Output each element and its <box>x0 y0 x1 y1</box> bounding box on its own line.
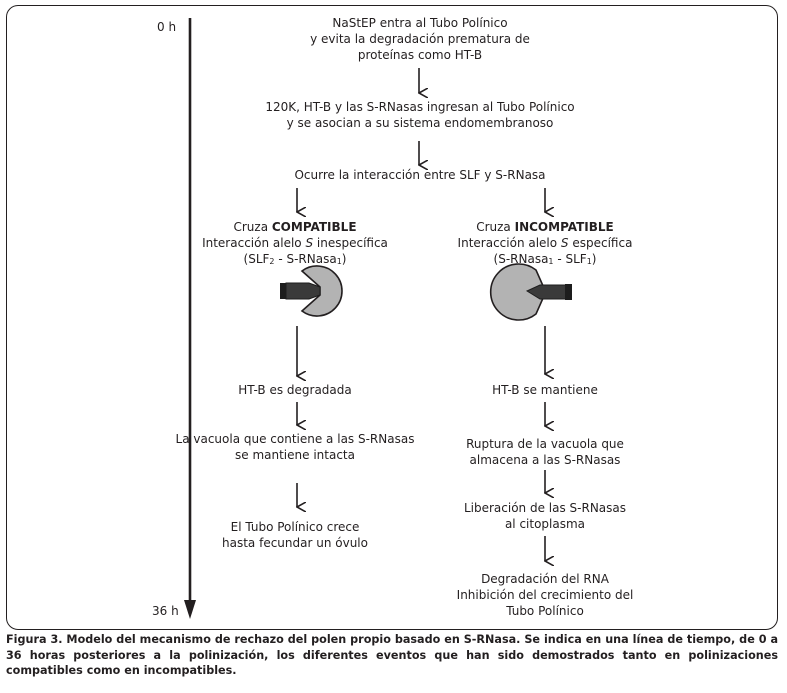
step-interaccion: Ocurre la interacción entre SLF y S-RNas… <box>294 168 546 182</box>
compatible-header: Cruza COMPATIBLE Interacción alelo S ine… <box>202 220 388 266</box>
figure-frame <box>6 5 778 630</box>
incompatible-header: Cruza INCOMPATIBLE Interacción alelo S e… <box>457 220 633 266</box>
timeline-arrow <box>184 18 196 619</box>
timeline-end-label: 36 h <box>152 604 179 618</box>
step-ingreso: 120K, HT-B y las S-RNasas ingresan al Tu… <box>265 100 575 130</box>
figure-caption: Figura 3. Modelo del mecanismo de rechaz… <box>6 633 778 677</box>
compatible-step-htb: HT-B es degradada <box>238 383 352 397</box>
timeline-start-label: 0 h <box>157 20 177 34</box>
incompatible-step-htb: HT-B se mantiene <box>492 383 598 397</box>
compatible-protein-icon <box>280 265 343 317</box>
incompatible-protein-icon <box>489 263 572 321</box>
